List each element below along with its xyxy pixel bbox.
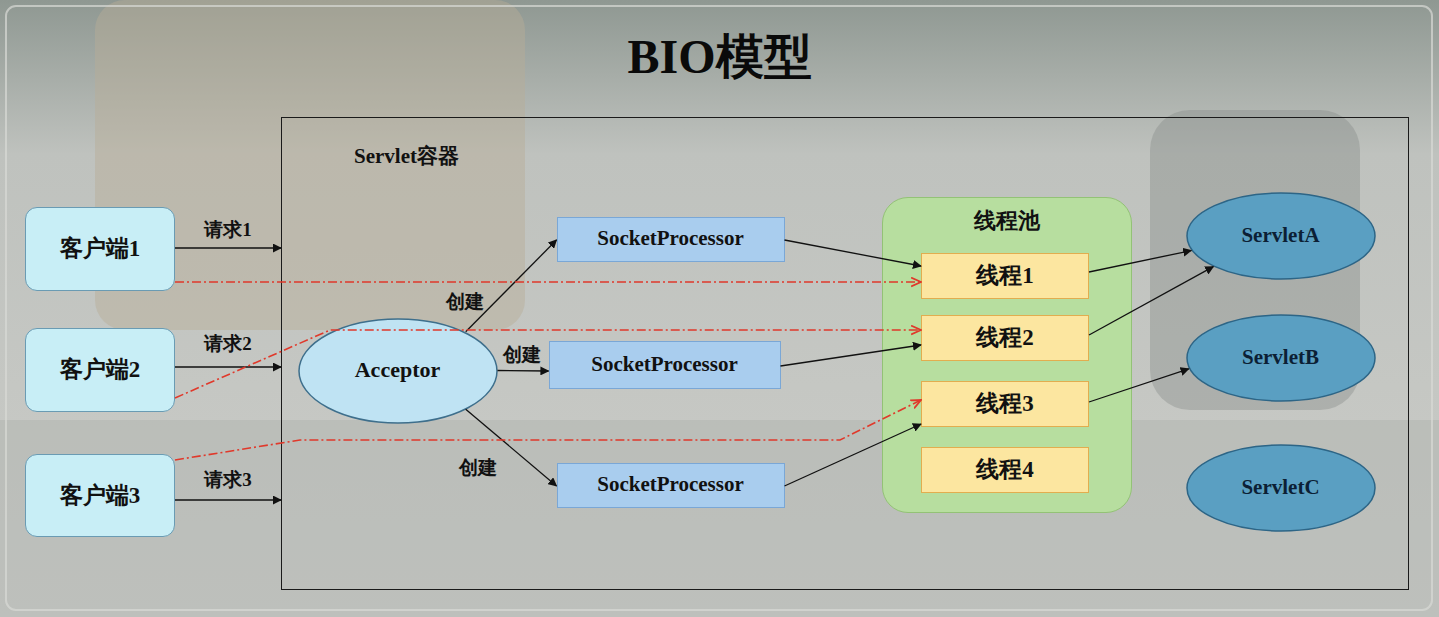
connector-arrow — [175, 499, 281, 500]
connector-arrow — [175, 366, 281, 367]
processor-box: SocketProcessor — [549, 341, 781, 389]
node-label: 线程4 — [976, 456, 1034, 484]
node-label: 客户端2 — [60, 356, 141, 384]
edge-label-wrap: 创建 — [446, 291, 484, 314]
client-box: 客户端2 — [25, 328, 175, 412]
edge-label-wrap: 请求2 — [204, 333, 252, 356]
ellipse-shape — [299, 319, 497, 423]
processor-box: SocketProcessor — [557, 463, 785, 508]
request-flow-line — [175, 400, 921, 460]
edge-label: 请求1 — [204, 219, 252, 240]
connector-arrow — [1089, 267, 1213, 335]
thread-pool: 线程池线程1 线程2 线程3 线程4 — [882, 197, 1132, 513]
ellipse-shape — [1187, 193, 1375, 279]
client-box: 客户端3 — [25, 454, 175, 537]
edge-label-wrap: 创建 — [459, 457, 497, 480]
node-label: 线程3 — [976, 390, 1034, 418]
request-flow-line — [175, 281, 921, 283]
node-label: Servlet容器 — [354, 144, 459, 168]
background-desk — [0, 420, 1439, 617]
edge-label: 创建 — [503, 344, 541, 365]
edge-label-wrap: 请求3 — [204, 469, 252, 492]
edge-label: 创建 — [459, 457, 497, 478]
edge-label-wrap: 创建 — [503, 344, 541, 367]
node-label: ServletB — [1242, 345, 1319, 370]
thread-box: 线程4 — [921, 447, 1089, 493]
servlet-ellipse: ServletB — [1186, 314, 1376, 402]
edge-label: 请求2 — [204, 333, 252, 354]
processor-box: SocketProcessor — [557, 217, 785, 262]
container-frame: Servlet容器AcceptorSocketProcessorSocketPr… — [281, 117, 1409, 590]
thread-box: 线程2 — [921, 315, 1089, 361]
node-label: Acceptor — [355, 357, 441, 383]
ellipse-shape — [1187, 315, 1375, 401]
node-label: ServletC — [1241, 475, 1319, 500]
servlet-ellipse: ServletA — [1186, 192, 1376, 280]
node-label: SocketProcessor — [591, 352, 738, 377]
acceptor-ellipse: Acceptor — [298, 318, 498, 424]
edge-label: 请求3 — [204, 469, 252, 490]
ellipse-shape — [1187, 445, 1375, 531]
request-flow-line — [175, 330, 921, 398]
connector-arrow — [175, 247, 281, 248]
node-label: 线程1 — [976, 262, 1034, 290]
node-label: 客户端3 — [60, 482, 141, 510]
node-label: ServletA — [1241, 223, 1319, 248]
title-wrap: BIO模型 — [0, 28, 1439, 86]
label-layer: 请求1请求2请求3创建创建创建 — [0, 0, 1439, 1]
diagram-title: BIO模型 — [627, 30, 811, 83]
connector-arrow — [781, 345, 922, 366]
slide-frame — [6, 6, 1432, 610]
thread-box: 线程1 — [921, 253, 1089, 299]
edge-label-wrap: 请求1 — [204, 219, 252, 242]
node-label: SocketProcessor — [597, 226, 744, 251]
connector-arrow — [785, 240, 922, 266]
edge-group — [175, 240, 1213, 500]
edge-label: 创建 — [446, 291, 484, 312]
node-label: SocketProcessor — [597, 472, 744, 497]
connector-arrow — [1089, 369, 1189, 402]
client-box: 客户端1 — [25, 207, 175, 291]
node-label: 线程2 — [976, 324, 1034, 352]
servlet-ellipse: ServletC — [1186, 444, 1376, 532]
connector-arrow — [1089, 251, 1191, 272]
thread-box: 线程3 — [921, 381, 1089, 427]
node-label: 线程池 — [974, 208, 1040, 234]
connector-arrow — [785, 424, 922, 486]
node-label: 客户端1 — [60, 235, 141, 263]
title-layer: BIO模型 — [0, 0, 1439, 1]
connector-arrow — [466, 240, 557, 332]
connector-arrow — [498, 370, 549, 372]
